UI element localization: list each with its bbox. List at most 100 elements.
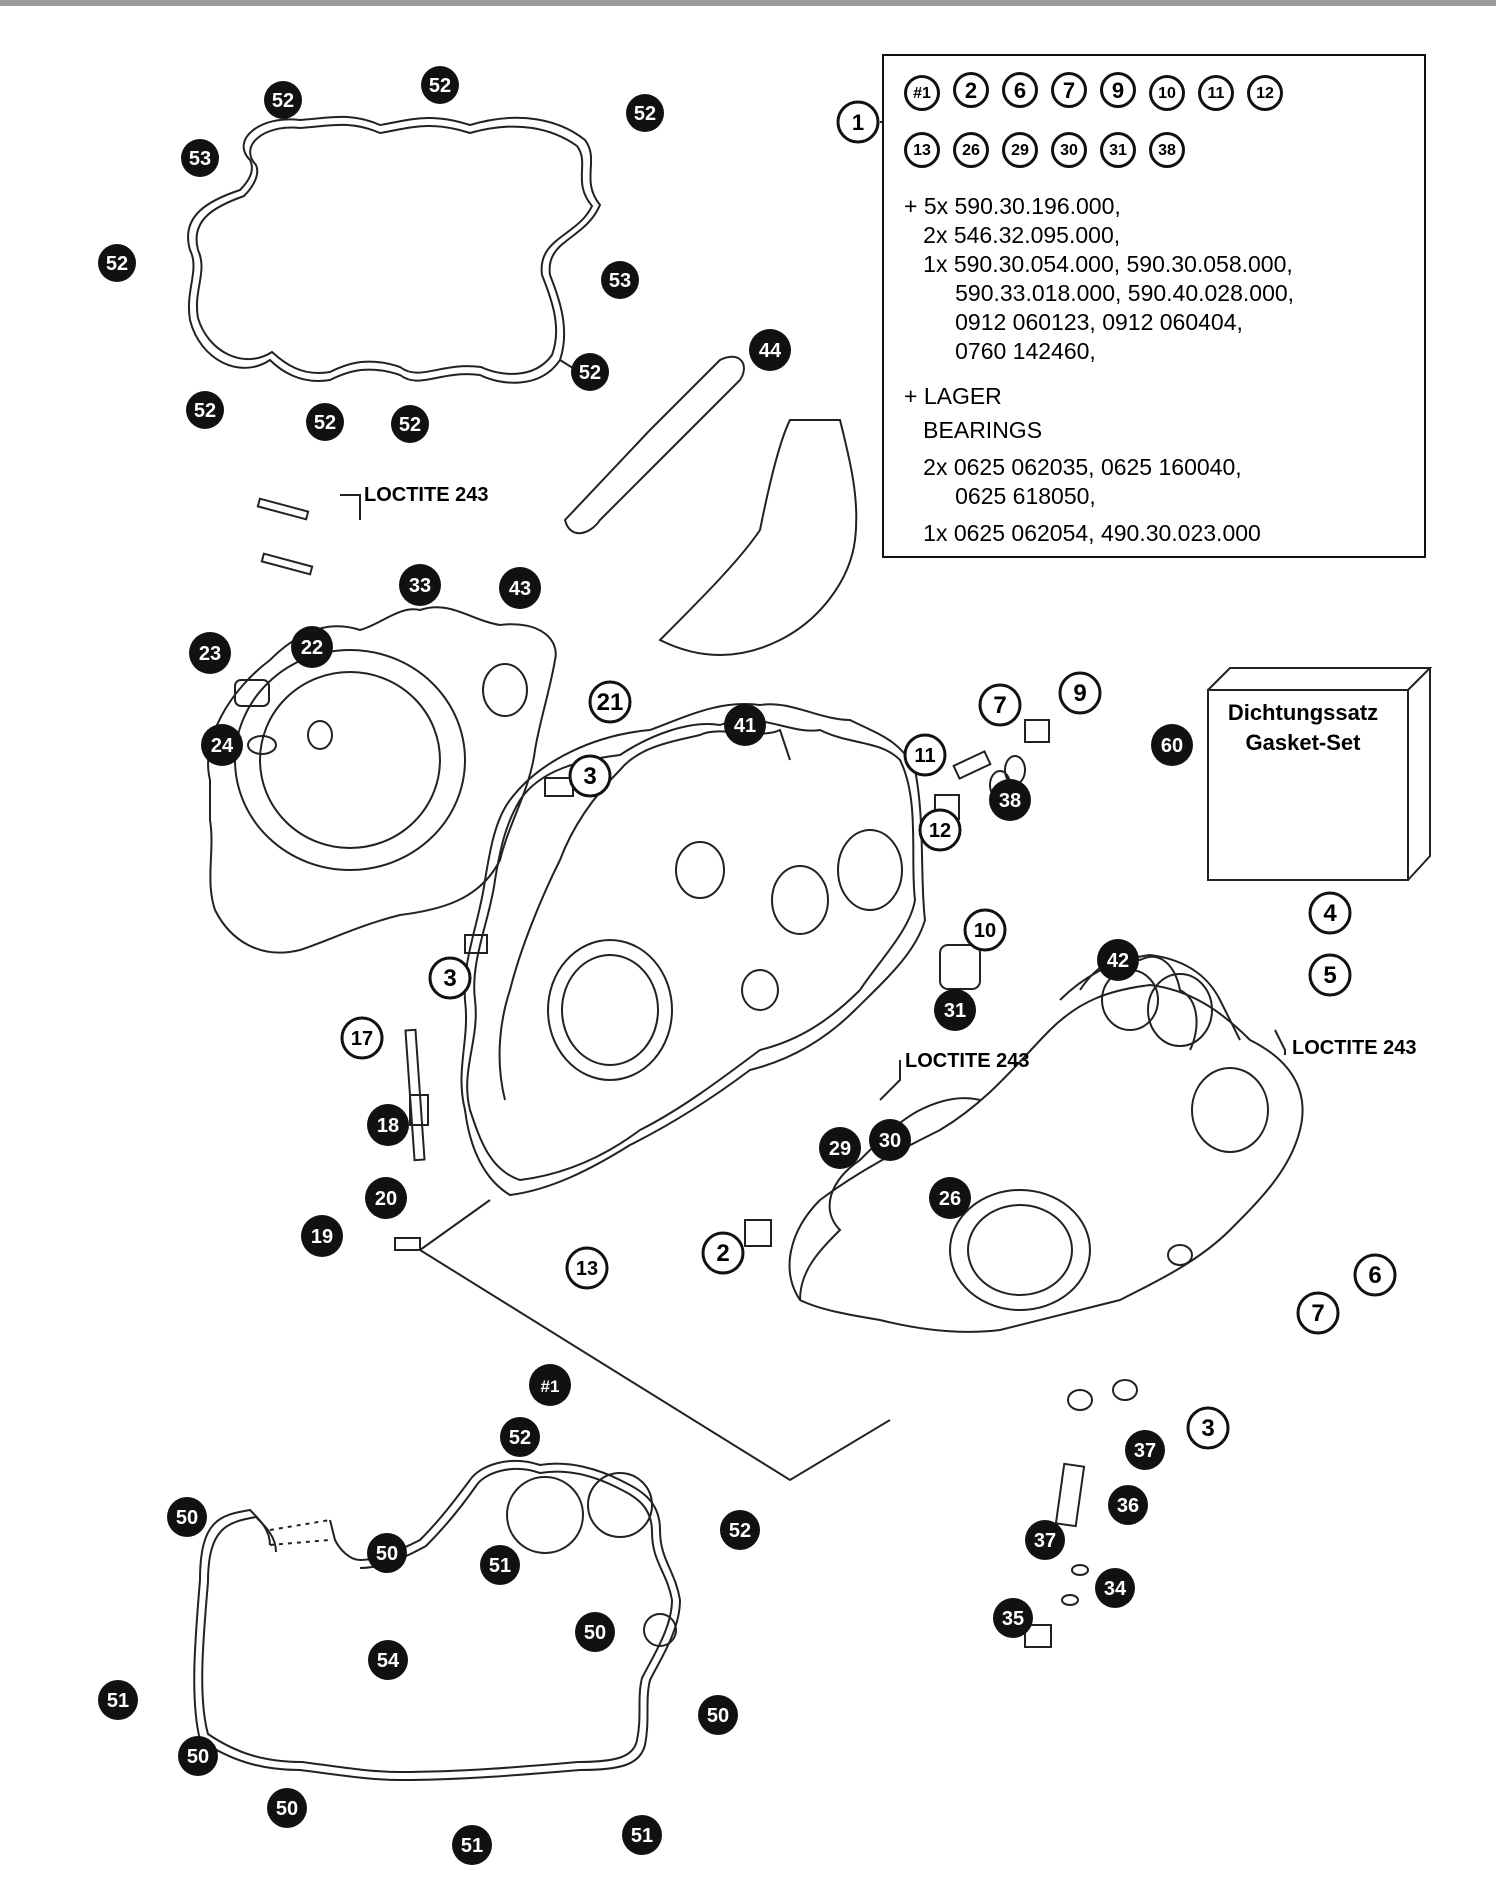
callout-37-b: 37 [1025,1520,1065,1560]
callout-34: 34 [1095,1568,1135,1608]
svg-text:50: 50 [276,1798,298,1820]
part-circle: 31 [1100,132,1136,168]
svg-text:6: 6 [1368,1262,1381,1289]
callout-b51-c: 51 [452,1825,492,1865]
parts-line: 590.33.018.000, 590.40.028.000, [904,280,1295,306]
svg-text:52: 52 [429,75,451,97]
callout-38: 38 [989,779,1031,821]
callout-17: 17 [340,1016,384,1060]
parts-line: 0912 060123, 0912 060404, [904,309,1243,335]
svg-text:54: 54 [377,1650,400,1672]
callout-60: 60 [1151,724,1193,766]
svg-text:37: 37 [1134,1440,1156,1462]
callout-b51-a: 51 [480,1545,520,1585]
svg-text:53: 53 [609,270,631,292]
svg-text:30: 30 [879,1130,901,1152]
callout-35: 35 [993,1598,1033,1638]
parts-line: 0625 618050, [904,483,1096,509]
callout-b51-b: 51 [98,1680,138,1720]
callout-9: 9 [1058,671,1102,715]
svg-text:52: 52 [314,412,336,434]
loctite-label-c: LOCTITE 243 [1292,1037,1417,1059]
svg-text:#1: #1 [541,1377,560,1396]
callout-hash1: #1 [529,1364,571,1406]
callout-52-a: 52 [264,81,302,119]
svg-text:51: 51 [631,1825,653,1847]
callout-42: 42 [1097,939,1139,981]
callout-52-d: 52 [98,244,136,282]
crankcase-gasket [498,728,791,1101]
callout-29: 29 [819,1127,861,1169]
callout-2: 2 [701,1231,745,1275]
part-circle: 29 [1002,132,1038,168]
ignition-cover [207,606,557,954]
callout-b50-b: 50 [367,1533,407,1573]
part-circle: 7 [1051,72,1087,108]
callout-20: 20 [365,1177,407,1219]
svg-text:12: 12 [929,820,951,842]
svg-text:60: 60 [1161,735,1183,757]
part-circle: 9 [1100,72,1136,108]
svg-text:52: 52 [634,103,656,125]
svg-text:18: 18 [377,1115,399,1137]
callout-52-e: 52 [571,353,609,391]
callout-52-h: 52 [391,405,429,443]
callout-4: 4 [1308,891,1352,935]
callout-19: 19 [301,1215,343,1257]
callout-7-a: 7 [978,683,1022,727]
parts-line: + 5x 590.30.196.000, [904,193,1121,219]
callout-11: 11 [903,733,947,777]
callout-52-f: 52 [186,391,224,429]
svg-text:53: 53 [189,148,211,170]
callout-52-b: 52 [421,66,459,104]
svg-text:23: 23 [199,643,221,665]
callout-b54: 54 [368,1640,408,1680]
svg-text:4: 4 [1323,900,1337,927]
svg-text:41: 41 [734,715,756,737]
parts-line: + LAGER [904,383,1002,409]
part-circle: 2 [953,72,989,108]
parts-line: 2x 0625 062035, 0625 160040, [904,454,1242,480]
svg-text:24: 24 [211,735,234,757]
callout-52-c: 52 [626,94,664,132]
callout-5: 5 [1308,953,1352,997]
part-circle: 13 [904,132,940,168]
svg-text:10: 10 [974,920,996,942]
parts-line: 1x 0625 062054, 490.30.023.000 [904,520,1261,546]
svg-text:26: 26 [939,1188,961,1210]
parts-line: 0760 142460, [904,338,1096,364]
part-circle: 6 [1002,72,1038,108]
part-circle: #1 [904,75,940,111]
callout-b50-c: 50 [575,1612,615,1652]
part-circle: 11 [1198,75,1234,111]
svg-text:51: 51 [489,1555,511,1577]
gasket-set-line-2: Gasket-Set [1245,730,1361,755]
svg-text:51: 51 [107,1690,129,1712]
callout-26: 26 [929,1177,971,1219]
svg-text:3: 3 [443,965,456,992]
callout-b50-d: 50 [698,1695,738,1735]
part-circle: 30 [1051,132,1087,168]
callout-18: 18 [367,1104,409,1146]
svg-text:31: 31 [944,1000,966,1022]
parts-line: BEARINGS [904,417,1043,443]
callout-30: 30 [869,1119,911,1161]
svg-text:50: 50 [187,1746,209,1768]
callout-37-a: 37 [1125,1430,1165,1470]
svg-text:7: 7 [1311,1300,1324,1327]
svg-text:2: 2 [716,1240,729,1267]
svg-text:43: 43 [509,578,531,600]
svg-text:9: 9 [1073,680,1086,707]
guard [658,419,858,656]
svg-text:50: 50 [176,1507,198,1529]
callout-b52-a: 52 [500,1417,540,1457]
crankcase-base-gasket [193,1459,682,1782]
svg-text:29: 29 [829,1138,851,1160]
gasket-set-line-1: Dichtungssatz [1227,700,1379,725]
svg-text:50: 50 [584,1622,606,1644]
callout-31: 31 [934,989,976,1031]
callout-53-a: 53 [181,139,219,177]
svg-text:11: 11 [914,745,935,767]
svg-text:7: 7 [993,692,1006,719]
